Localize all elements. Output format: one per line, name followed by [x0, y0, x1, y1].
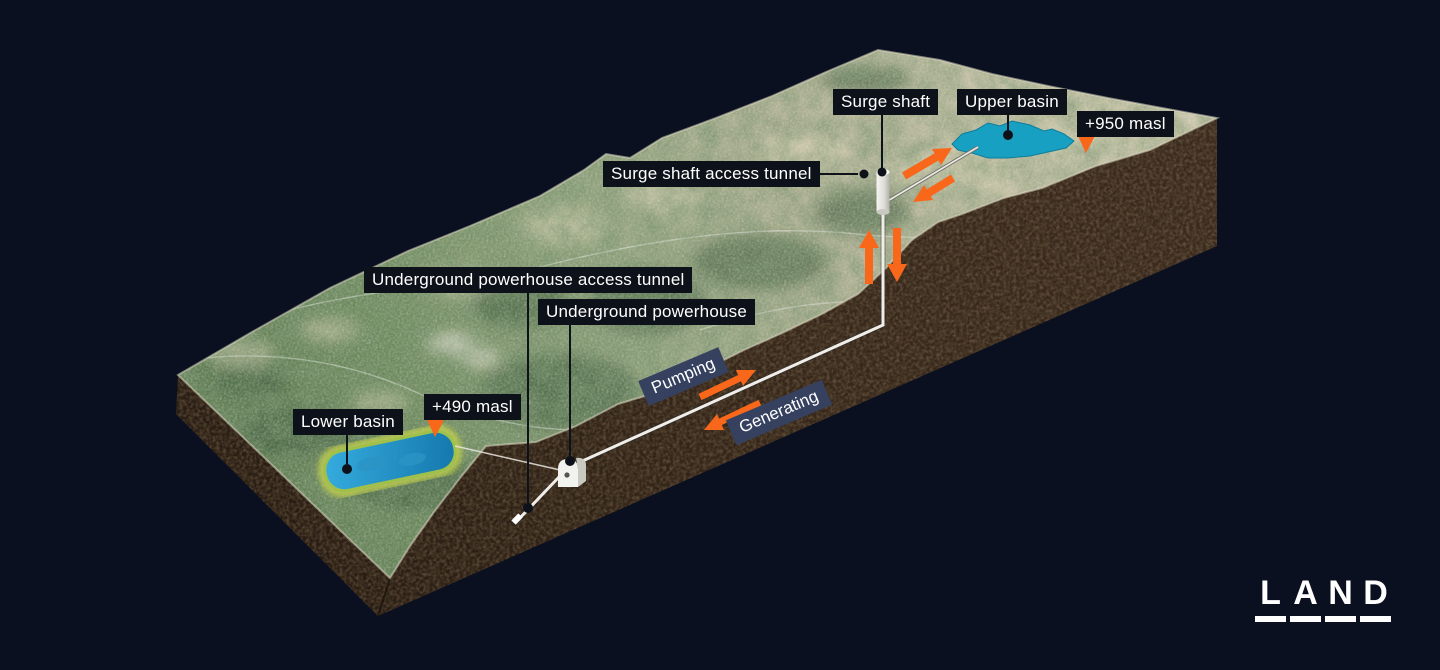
shaft-down-arrow-icon	[887, 228, 907, 282]
waterways	[454, 145, 979, 525]
penstock-line-highlight	[885, 146, 979, 203]
access-tunnel-line	[516, 475, 561, 522]
penstock-generating-arrow-icon	[913, 174, 956, 202]
leader-lines	[346, 114, 1009, 503]
logo-letter: A	[1293, 574, 1318, 612]
tailrace-line	[454, 445, 561, 471]
upper-basin-lake	[951, 120, 1075, 159]
logo-underline	[1255, 616, 1286, 622]
terrain-rim-highlight	[176, 48, 1221, 580]
main-tunnel-line	[577, 212, 885, 465]
lower-basin-label: Lower basin	[293, 409, 403, 435]
upper-elevation-label: +950 masl	[1077, 111, 1174, 137]
soil-corner-edge	[377, 577, 391, 617]
shaft-up-arrow-icon	[859, 230, 879, 284]
logo-underline	[1290, 616, 1321, 622]
powerhouse-structure	[558, 457, 586, 487]
logo-letter: L	[1260, 574, 1281, 612]
surge-shaft-access-tunnel-label: Surge shaft access tunnel	[603, 161, 820, 187]
penstock-pumping-arrow-icon	[901, 148, 952, 180]
access-tunnel-portal	[511, 513, 523, 525]
powerhouse-access-tunnel-label: Underground powerhouse access tunnel	[364, 267, 693, 293]
logo-letter-cell: D	[1360, 574, 1391, 622]
underground-powerhouse-label: Underground powerhouse	[538, 299, 755, 325]
leader-dots	[342, 130, 1013, 513]
logo-letter: N	[1328, 574, 1353, 612]
land-logo: L A N D	[1255, 574, 1391, 622]
logo-letter-cell: N	[1325, 574, 1356, 622]
upper-elevation-marker-icon	[1078, 136, 1095, 153]
lower-elevation-label: +490 masl	[424, 394, 521, 420]
surge-shaft-structure	[876, 169, 890, 215]
logo-letter: D	[1363, 574, 1388, 612]
logo-underline	[1360, 616, 1391, 622]
surge-shaft-label: Surge shaft	[833, 89, 939, 115]
lower-elevation-marker-icon	[427, 420, 444, 437]
upper-basin-label: Upper basin	[957, 89, 1067, 115]
logo-letter-cell: L	[1255, 574, 1286, 622]
logo-letter-cell: A	[1290, 574, 1321, 622]
logo-underline	[1325, 616, 1356, 622]
pumping-flow-arrow-icon	[698, 370, 756, 401]
